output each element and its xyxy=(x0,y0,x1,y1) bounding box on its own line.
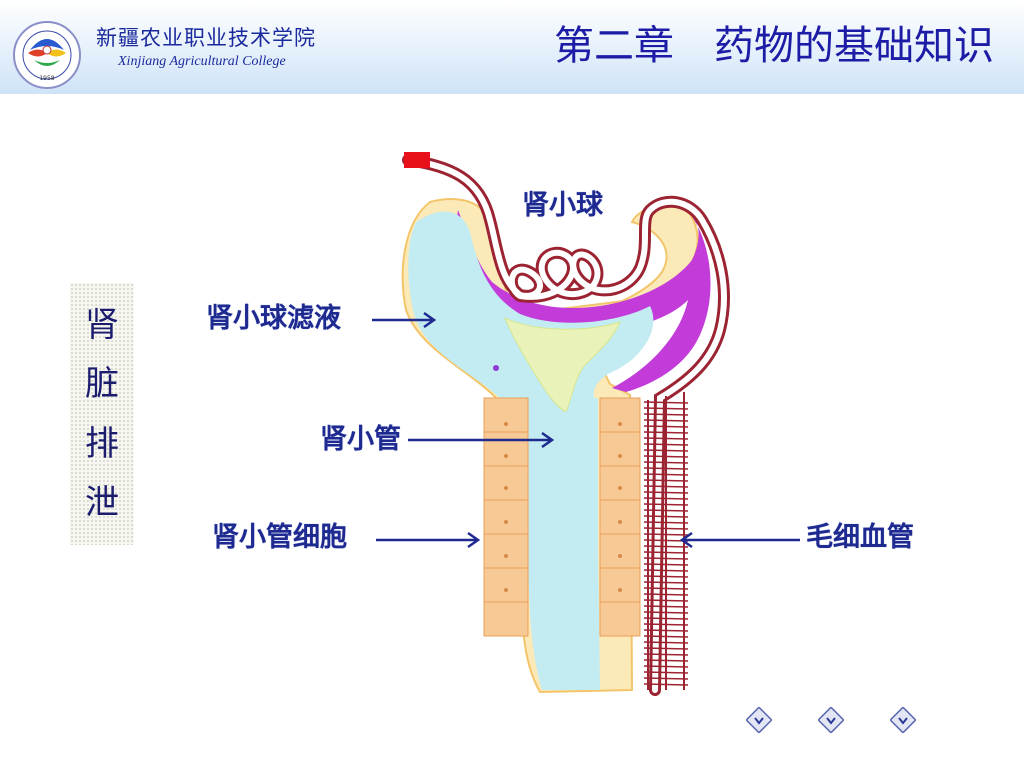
side-title-char: 排 xyxy=(85,423,119,464)
label-capillary: 毛细血管 xyxy=(806,522,914,553)
tubule-cells-left xyxy=(483,397,529,637)
nav-next-icon[interactable] xyxy=(890,707,916,733)
slide-title: 第二章 药物的基础知识 xyxy=(554,23,994,69)
label-glomerulus: 肾小球 xyxy=(522,190,603,221)
label-arrows xyxy=(372,311,800,549)
nav-home-icon[interactable] xyxy=(818,707,844,733)
side-title-char: 肾 xyxy=(85,304,119,345)
college-logo-icon: 1958 xyxy=(13,21,81,89)
label-tubule-cells: 肾小管细胞 xyxy=(212,522,347,553)
tubule-lumen xyxy=(530,398,598,690)
side-title-char: 脏 xyxy=(85,364,119,405)
tubule-cells-right xyxy=(599,397,641,637)
logo-year: 1958 xyxy=(39,75,54,82)
college-name-cn: 新疆农业职业技术学院 xyxy=(96,26,316,50)
glomerulus-vessel xyxy=(402,154,730,696)
side-title-box: 肾 脏 排 泄 xyxy=(70,283,134,545)
capsule-wall xyxy=(456,210,711,392)
filtrate-funnel xyxy=(504,317,621,413)
nav-prev-icon[interactable] xyxy=(746,707,772,733)
label-filtrate: 肾小球滤液 xyxy=(206,303,341,334)
header-bar: 1958 新疆农业职业技术学院 Xinjiang Agricultural Co… xyxy=(0,0,1024,94)
college-name-en: Xinjiang Agricultural College xyxy=(118,54,286,69)
label-tubule: 肾小管 xyxy=(320,424,401,455)
afferent-vessel-end xyxy=(404,152,430,168)
side-title-char: 泄 xyxy=(85,483,119,524)
